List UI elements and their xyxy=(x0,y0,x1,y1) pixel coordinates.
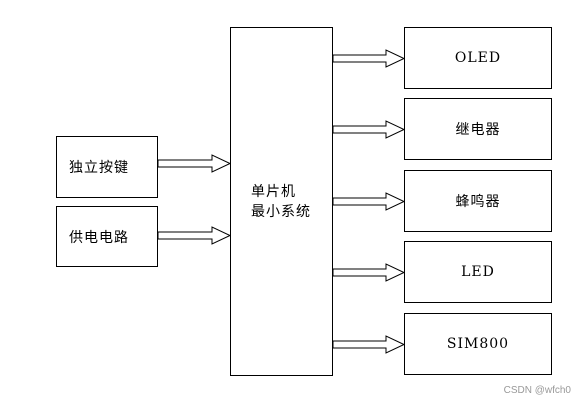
block-power-circuit: 供电电路 xyxy=(56,206,158,267)
arrow-mcu-to-buzzer xyxy=(332,192,406,211)
block-sim800: SIM800 xyxy=(404,313,552,375)
arrow-mcu-to-sim800 xyxy=(332,335,406,354)
block-mcu-minimum-system: 单片机 最小系统 xyxy=(230,27,333,376)
block-label: 蜂鸣器 xyxy=(455,194,501,210)
arrow-mcu-to-relay xyxy=(332,120,406,139)
arrow-key-to-mcu xyxy=(157,154,232,173)
block-label: LED xyxy=(461,264,495,280)
block-label: 继电器 xyxy=(455,122,501,138)
mcu-label-line1: 单片机 xyxy=(251,183,296,200)
block-label: SIM800 xyxy=(446,336,510,352)
block-label: 独立按键 xyxy=(69,160,129,176)
watermark-text: CSDN @wfch0 xyxy=(503,385,571,396)
block-led: LED xyxy=(404,241,552,303)
block-independent-key: 独立按键 xyxy=(56,136,158,198)
block-label: OLED xyxy=(454,50,502,66)
block-relay: 继电器 xyxy=(404,98,552,160)
arrow-mcu-to-oled xyxy=(332,49,406,68)
arrow-power-to-mcu xyxy=(157,226,232,245)
block-buzzer: 蜂鸣器 xyxy=(404,170,552,232)
block-oled: OLED xyxy=(404,27,552,89)
block-label: 供电电路 xyxy=(69,229,129,246)
mcu-label-line2: 最小系统 xyxy=(251,203,311,220)
arrow-mcu-to-led xyxy=(332,263,406,282)
